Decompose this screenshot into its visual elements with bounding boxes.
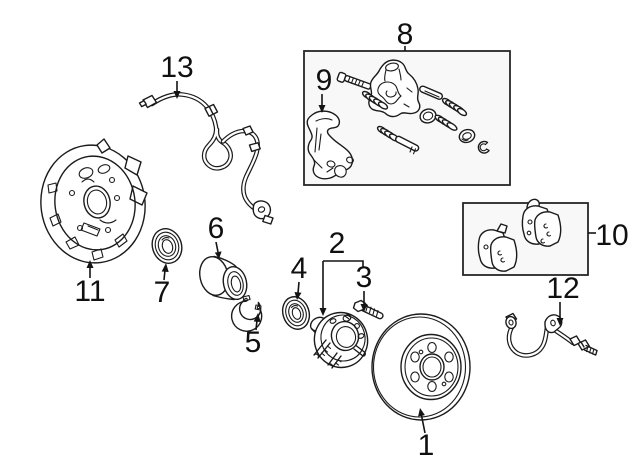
callout-label-3: 3 xyxy=(356,261,373,294)
callout-13[interactable]: 13 xyxy=(160,51,194,99)
piston-seal-ring xyxy=(419,108,437,124)
callout-5[interactable]: 5 xyxy=(245,313,262,359)
abs-sensor-wire-illustration xyxy=(138,92,274,225)
callout-label-12: 12 xyxy=(546,272,579,305)
callout-9[interactable]: 9 xyxy=(316,64,333,113)
callouts: 1 2 3 4 5 6 7 xyxy=(74,18,628,462)
callout-3[interactable]: 3 xyxy=(356,261,373,312)
hub-assembly-illustration xyxy=(309,311,369,369)
callout-label-2: 2 xyxy=(329,227,346,260)
callout-1[interactable]: 1 xyxy=(418,408,435,462)
caliper-bracket-illustration xyxy=(306,110,354,180)
callout-label-7: 7 xyxy=(154,276,171,309)
callout-11[interactable]: 11 xyxy=(74,260,106,308)
caliper-parts-box xyxy=(303,50,511,186)
callout-label-13: 13 xyxy=(160,51,193,84)
caliper-boot-lower xyxy=(376,125,400,142)
callout-label-6: 6 xyxy=(208,212,225,245)
retaining-clip xyxy=(477,140,490,154)
caliper-boot-right xyxy=(441,97,468,117)
callout-4[interactable]: 4 xyxy=(291,252,308,300)
caliper-slide-pin-upper xyxy=(419,85,444,100)
callout-label-9: 9 xyxy=(316,64,333,97)
caliper-bolt xyxy=(336,71,372,90)
callout-label-8: 8 xyxy=(397,18,414,51)
brake-pad-right xyxy=(521,198,562,247)
callout-label-5: 5 xyxy=(245,326,262,359)
caliper-slide-pin-lower xyxy=(394,135,420,155)
callout-label-1: 1 xyxy=(418,429,435,462)
brake-pads-box xyxy=(462,198,589,276)
callout-2[interactable]: 2 xyxy=(319,227,364,316)
callout-label-10: 10 xyxy=(595,219,628,252)
outer-seal-illustration xyxy=(281,296,311,330)
brake-hose-illustration xyxy=(505,312,598,358)
brake-pad-left xyxy=(477,223,518,272)
callout-12[interactable]: 12 xyxy=(546,272,580,326)
piston-boot-grommet xyxy=(458,128,476,144)
callout-label-4: 4 xyxy=(291,252,308,285)
callout-label-11: 11 xyxy=(74,275,105,308)
wheel-bearing-illustration xyxy=(199,255,248,301)
brake-rotor-illustration xyxy=(371,313,471,421)
callout-6[interactable]: 6 xyxy=(208,212,225,259)
caliper-boot-left xyxy=(361,90,389,110)
inner-seal-illustration xyxy=(151,228,183,264)
snap-ring-illustration xyxy=(230,294,263,332)
callout-7[interactable]: 7 xyxy=(154,263,171,309)
wheel-stud-illustration xyxy=(352,299,384,320)
backing-plate-illustration xyxy=(40,138,148,264)
caliper-bushing-middle xyxy=(434,114,458,131)
callout-8[interactable]: 8 xyxy=(397,18,414,51)
callout-10[interactable]: 10 xyxy=(588,219,629,252)
